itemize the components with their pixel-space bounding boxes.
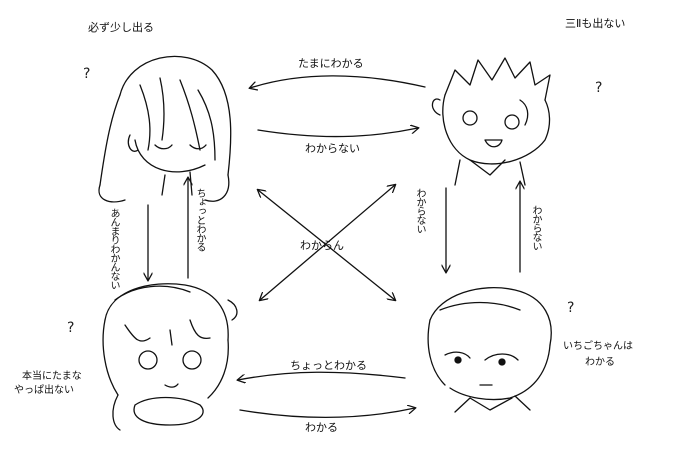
label-center: わからん [300, 239, 344, 252]
bottom-left-note-line-2: やっぱ出ない [14, 385, 74, 396]
label-top-arrow-lower: わからない [305, 142, 360, 155]
question-mark-top-right: ? [595, 80, 603, 96]
arrow-bottom-lower [239, 408, 415, 418]
arrow-bottom-upper [238, 371, 406, 380]
label-bottom-arrow-upper: ちょっとわかる [290, 359, 367, 372]
top-left-note: 必ず少し出る [88, 21, 154, 34]
arrow-diagonal-2 [258, 190, 395, 300]
question-mark-top-left: ? [83, 66, 91, 82]
label-top-arrow-upper: たまにわかる [298, 57, 364, 70]
character-top-right [431, 57, 551, 186]
top-right-note: 三Ⅱも出ない [565, 17, 626, 30]
bottom-right-note-line-1: いちごちゃんは [563, 341, 633, 352]
character-bottom-left [102, 283, 238, 431]
label-right-up: わからない [530, 205, 541, 250]
arrow-top-upper [250, 75, 426, 88]
bottom-left-note-line-1: 本当にたまな [22, 371, 82, 382]
bottom-right-note-line-2: わかる [585, 357, 615, 368]
question-mark-bottom-right: ? [567, 300, 575, 316]
label-bottom-arrow-lower: わかる [305, 421, 338, 434]
arrow-top-lower [257, 128, 418, 138]
label-right-down: わからない [414, 188, 425, 233]
label-left-down: あんまりわかんない [108, 208, 119, 289]
label-left-up: ちょっとわかる [194, 188, 205, 251]
character-bottom-right [427, 287, 552, 413]
character-top-left [98, 55, 232, 203]
question-mark-bottom-left: ? [67, 320, 75, 336]
